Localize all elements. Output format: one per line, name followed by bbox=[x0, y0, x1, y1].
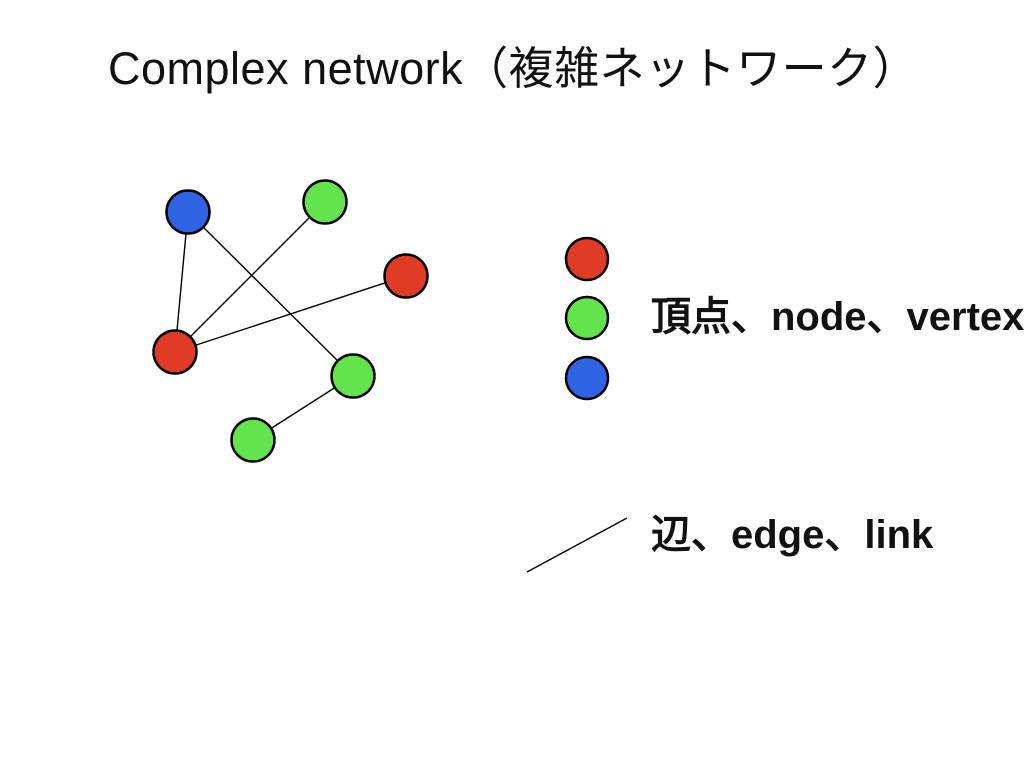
network-edge-red-1-red-2 bbox=[174, 275, 407, 353]
network-node-green-1 bbox=[302, 179, 348, 225]
network-node-red-1 bbox=[383, 253, 429, 299]
network-edge-blue-1-red-2 bbox=[174, 211, 189, 353]
network-edge-blue-1-green-2 bbox=[187, 211, 354, 377]
network-node-blue-1 bbox=[165, 189, 211, 235]
legend-node-swatch-blue bbox=[564, 355, 610, 401]
node-legend-label: 頂点、node、vertex bbox=[651, 295, 1024, 339]
edge-legend-label: 辺、edge、link bbox=[651, 513, 934, 557]
legend-node-swatch-red bbox=[564, 236, 610, 282]
legend-edge-line bbox=[526, 517, 628, 573]
slide-title: Complex network（複雑ネットワーク） bbox=[108, 43, 919, 94]
legend-node-swatch-green bbox=[564, 295, 610, 341]
network-node-red-2 bbox=[152, 329, 198, 375]
network-node-green-3 bbox=[230, 417, 276, 463]
network-edge-green-1-red-2 bbox=[174, 201, 326, 353]
network-node-green-2 bbox=[330, 353, 376, 399]
